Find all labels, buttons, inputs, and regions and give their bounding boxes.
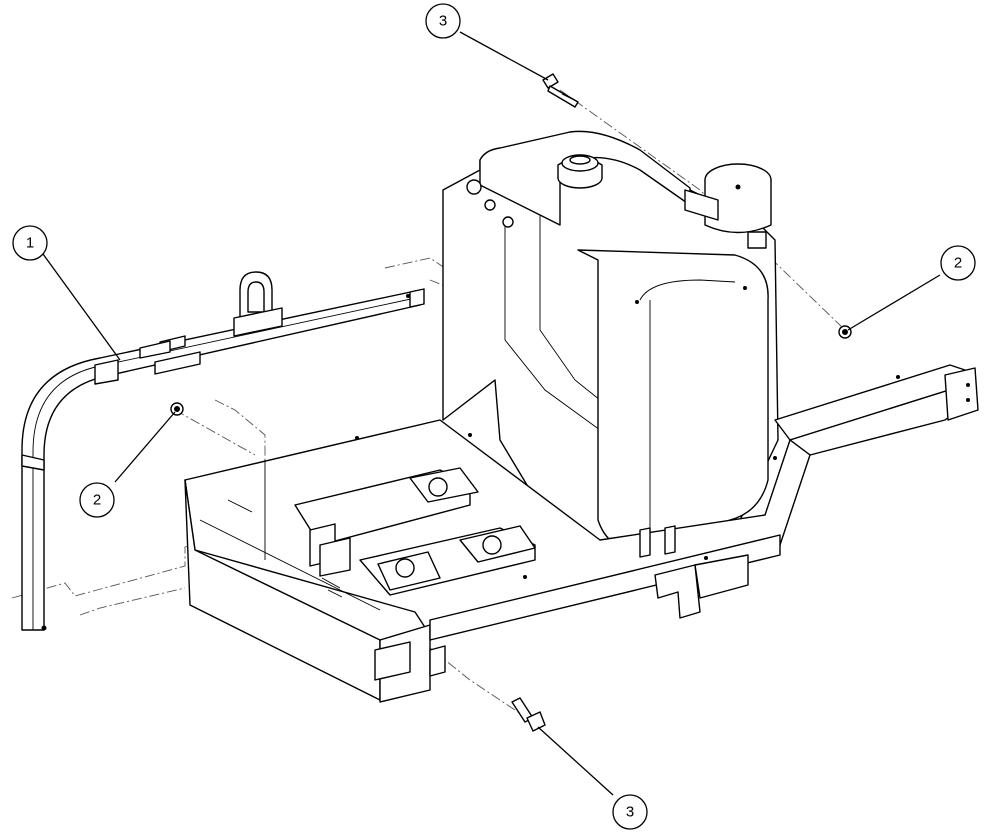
callout-2a-label: 2 (93, 492, 101, 509)
callout-3b: 3 (612, 794, 648, 830)
hex-nut-left (170, 402, 184, 416)
base-frame (184, 419, 811, 703)
bolt-bottom (511, 697, 546, 732)
callout-2a: 2 (79, 482, 115, 518)
callout-2b: 2 (940, 245, 976, 281)
callout-1: 1 (12, 225, 48, 261)
bolt-top (542, 73, 579, 108)
fluid-tank (442, 130, 779, 556)
bumper-bar (21, 271, 425, 631)
side-rail (774, 364, 979, 456)
leader-lines (42, 31, 941, 796)
callout-3b-label: 3 (626, 804, 634, 821)
callout-3a-label: 3 (439, 13, 447, 30)
hex-nut-right (838, 325, 852, 339)
leader-3b (537, 726, 614, 796)
callout-1-label: 1 (26, 235, 34, 252)
callout-2b-label: 2 (954, 255, 962, 272)
leader-2b (847, 274, 941, 331)
leader-1 (42, 253, 121, 361)
callout-3a: 3 (425, 3, 461, 39)
leader-2a (114, 411, 176, 483)
leader-3a (459, 31, 549, 81)
